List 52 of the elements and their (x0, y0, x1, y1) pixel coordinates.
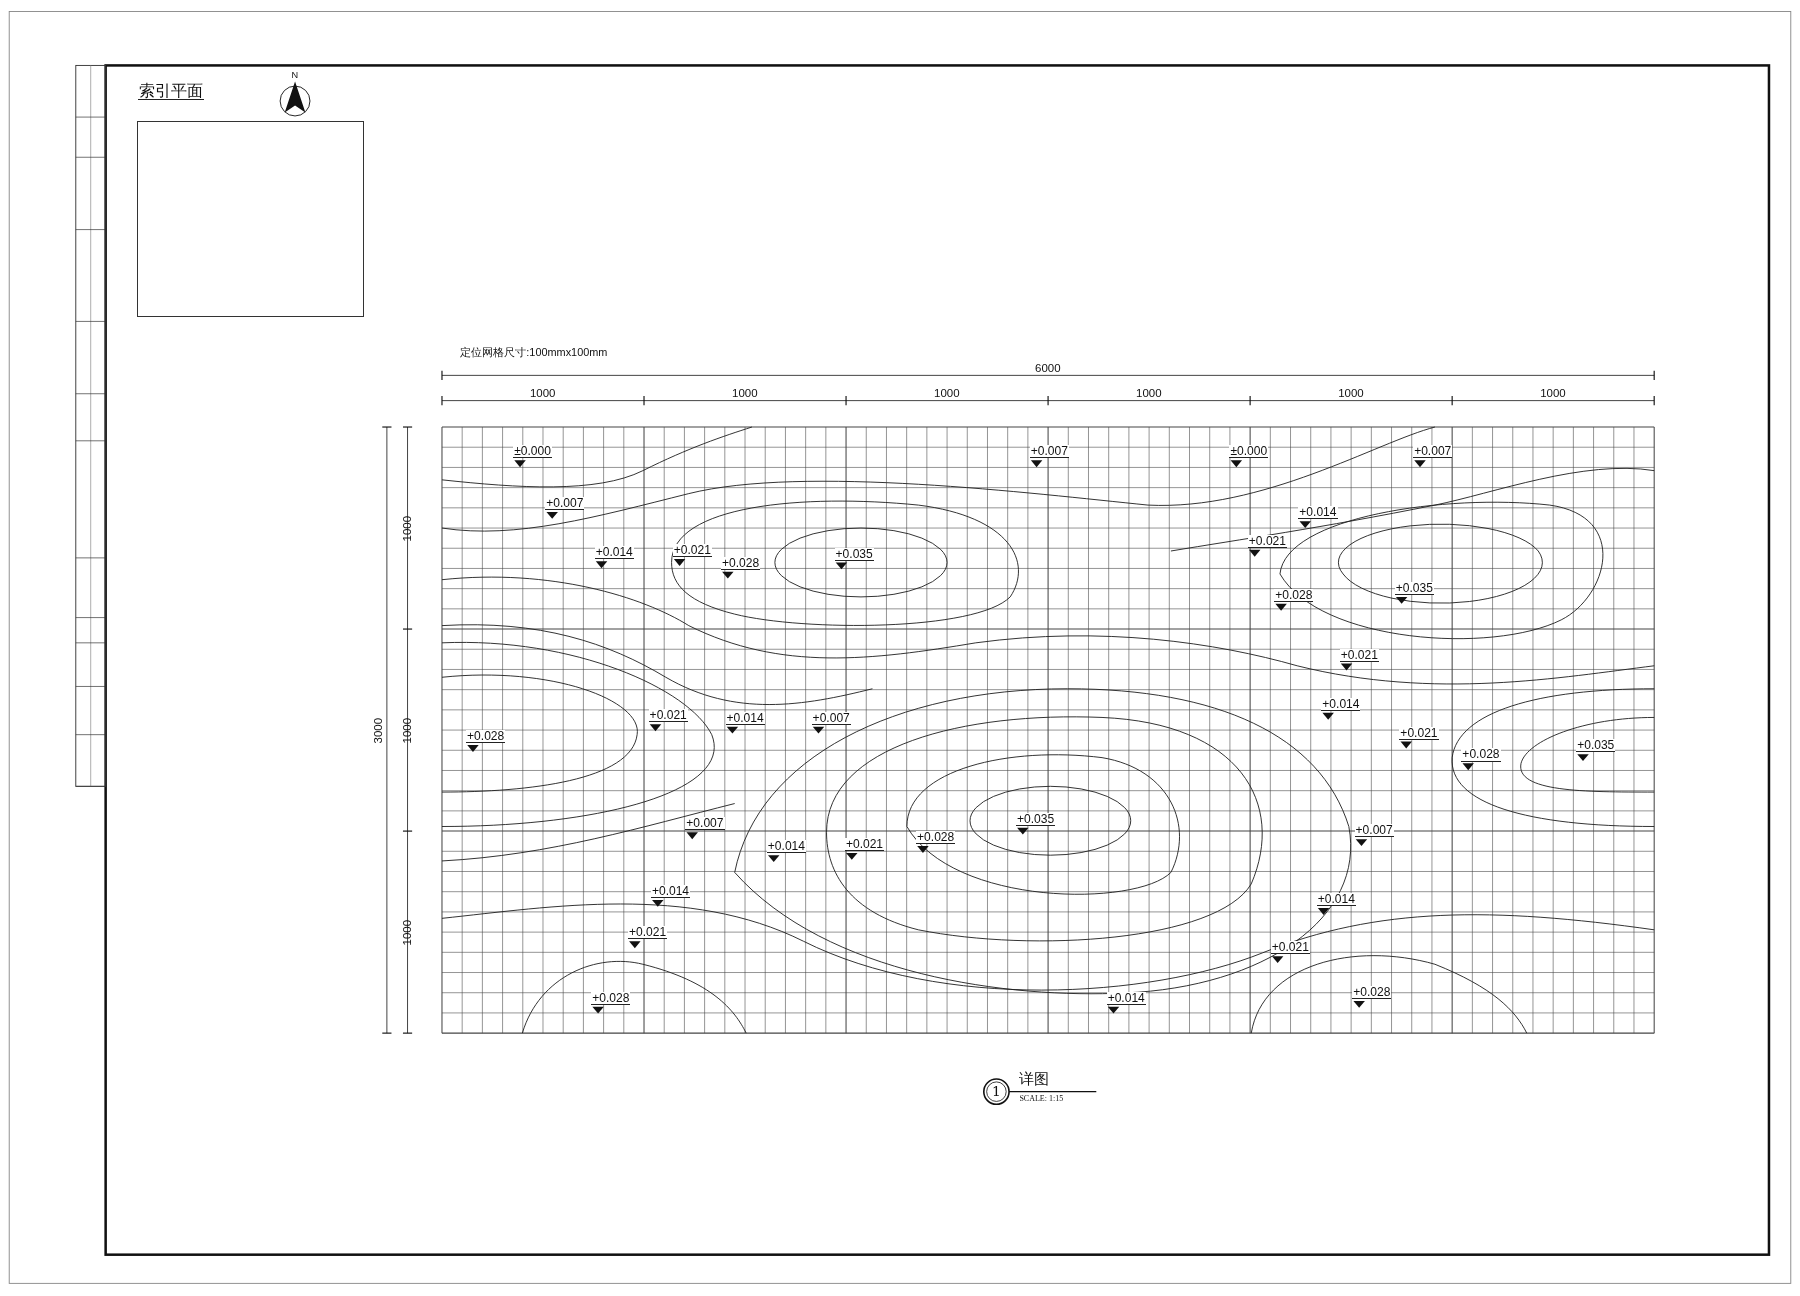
elevation-label: +0.021 (648, 709, 688, 723)
dimension-label: 1000 (401, 717, 413, 744)
elevation-label: +0.021 (1247, 534, 1287, 548)
dimension-label: 1000 (934, 388, 960, 400)
dimension-label: 1000 (1540, 388, 1566, 400)
elevation-label: ±0.000 (513, 445, 552, 459)
elevation-label: +0.035 (1576, 739, 1616, 753)
dimension-label: 6000 (1035, 363, 1061, 375)
detail-number: 1 (991, 1084, 1001, 1099)
elevation-label: +0.014 (1298, 506, 1338, 520)
scale-note: SCALE: 1:15 (1019, 1095, 1064, 1104)
elevation-label: +0.021 (1270, 941, 1310, 955)
elevation-label: +0.035 (1015, 812, 1056, 826)
panel-heading: 索引平面 (137, 82, 204, 100)
elevation-label: +0.007 (1029, 445, 1069, 459)
elevation-label: +0.021 (1339, 648, 1379, 662)
elevation-label: +0.035 (834, 547, 874, 561)
elevation-label: +0.014 (1321, 697, 1361, 711)
dimension-label: 3000 (372, 717, 385, 744)
elevation-label: +0.007 (1354, 824, 1394, 838)
elevation-label: +0.028 (1461, 748, 1501, 762)
dimension-label: 1000 (1136, 388, 1162, 400)
elevation-label: +0.021 (1399, 726, 1439, 740)
elevation-label: +0.014 (725, 711, 765, 725)
elevation-label: +0.028 (591, 991, 631, 1005)
elevation-label: +0.035 (1394, 582, 1434, 596)
elevation-label: +0.021 (844, 838, 885, 852)
elevation-label: +0.028 (916, 831, 956, 845)
elevation-label: +0.007 (811, 711, 851, 725)
elevation-label: +0.028 (466, 730, 506, 744)
elevation-label: +0.021 (672, 544, 712, 558)
elevation-label: +0.028 (1352, 986, 1392, 1000)
elevation-label: +0.021 (627, 926, 668, 940)
elevation-label: +0.007 (1413, 445, 1453, 459)
elevation-label: +0.014 (766, 840, 806, 854)
elevation-label: +0.007 (545, 497, 585, 511)
index-plan-box (136, 120, 364, 317)
detail-title: 详图 (1019, 1072, 1050, 1088)
dimension-label: 1000 (1338, 388, 1364, 400)
dimension-label: 1000 (732, 388, 758, 400)
elevation-label: +0.014 (1106, 991, 1146, 1005)
grid-size-note: 定位网格尺寸:100mmx100mm (460, 346, 608, 358)
elevation-label: +0.028 (720, 556, 761, 570)
dimension-label: 1000 (401, 515, 413, 542)
elevation-label: +0.007 (685, 817, 725, 831)
north-label: N (291, 71, 299, 81)
elevation-label: +0.014 (1316, 893, 1356, 907)
dimension-label: 1000 (530, 388, 556, 400)
elevation-label: ±0.000 (1229, 445, 1269, 459)
elevation-label: +0.014 (594, 546, 634, 560)
elevation-label: +0.014 (650, 885, 691, 899)
dimension-label: 1000 (401, 919, 413, 946)
